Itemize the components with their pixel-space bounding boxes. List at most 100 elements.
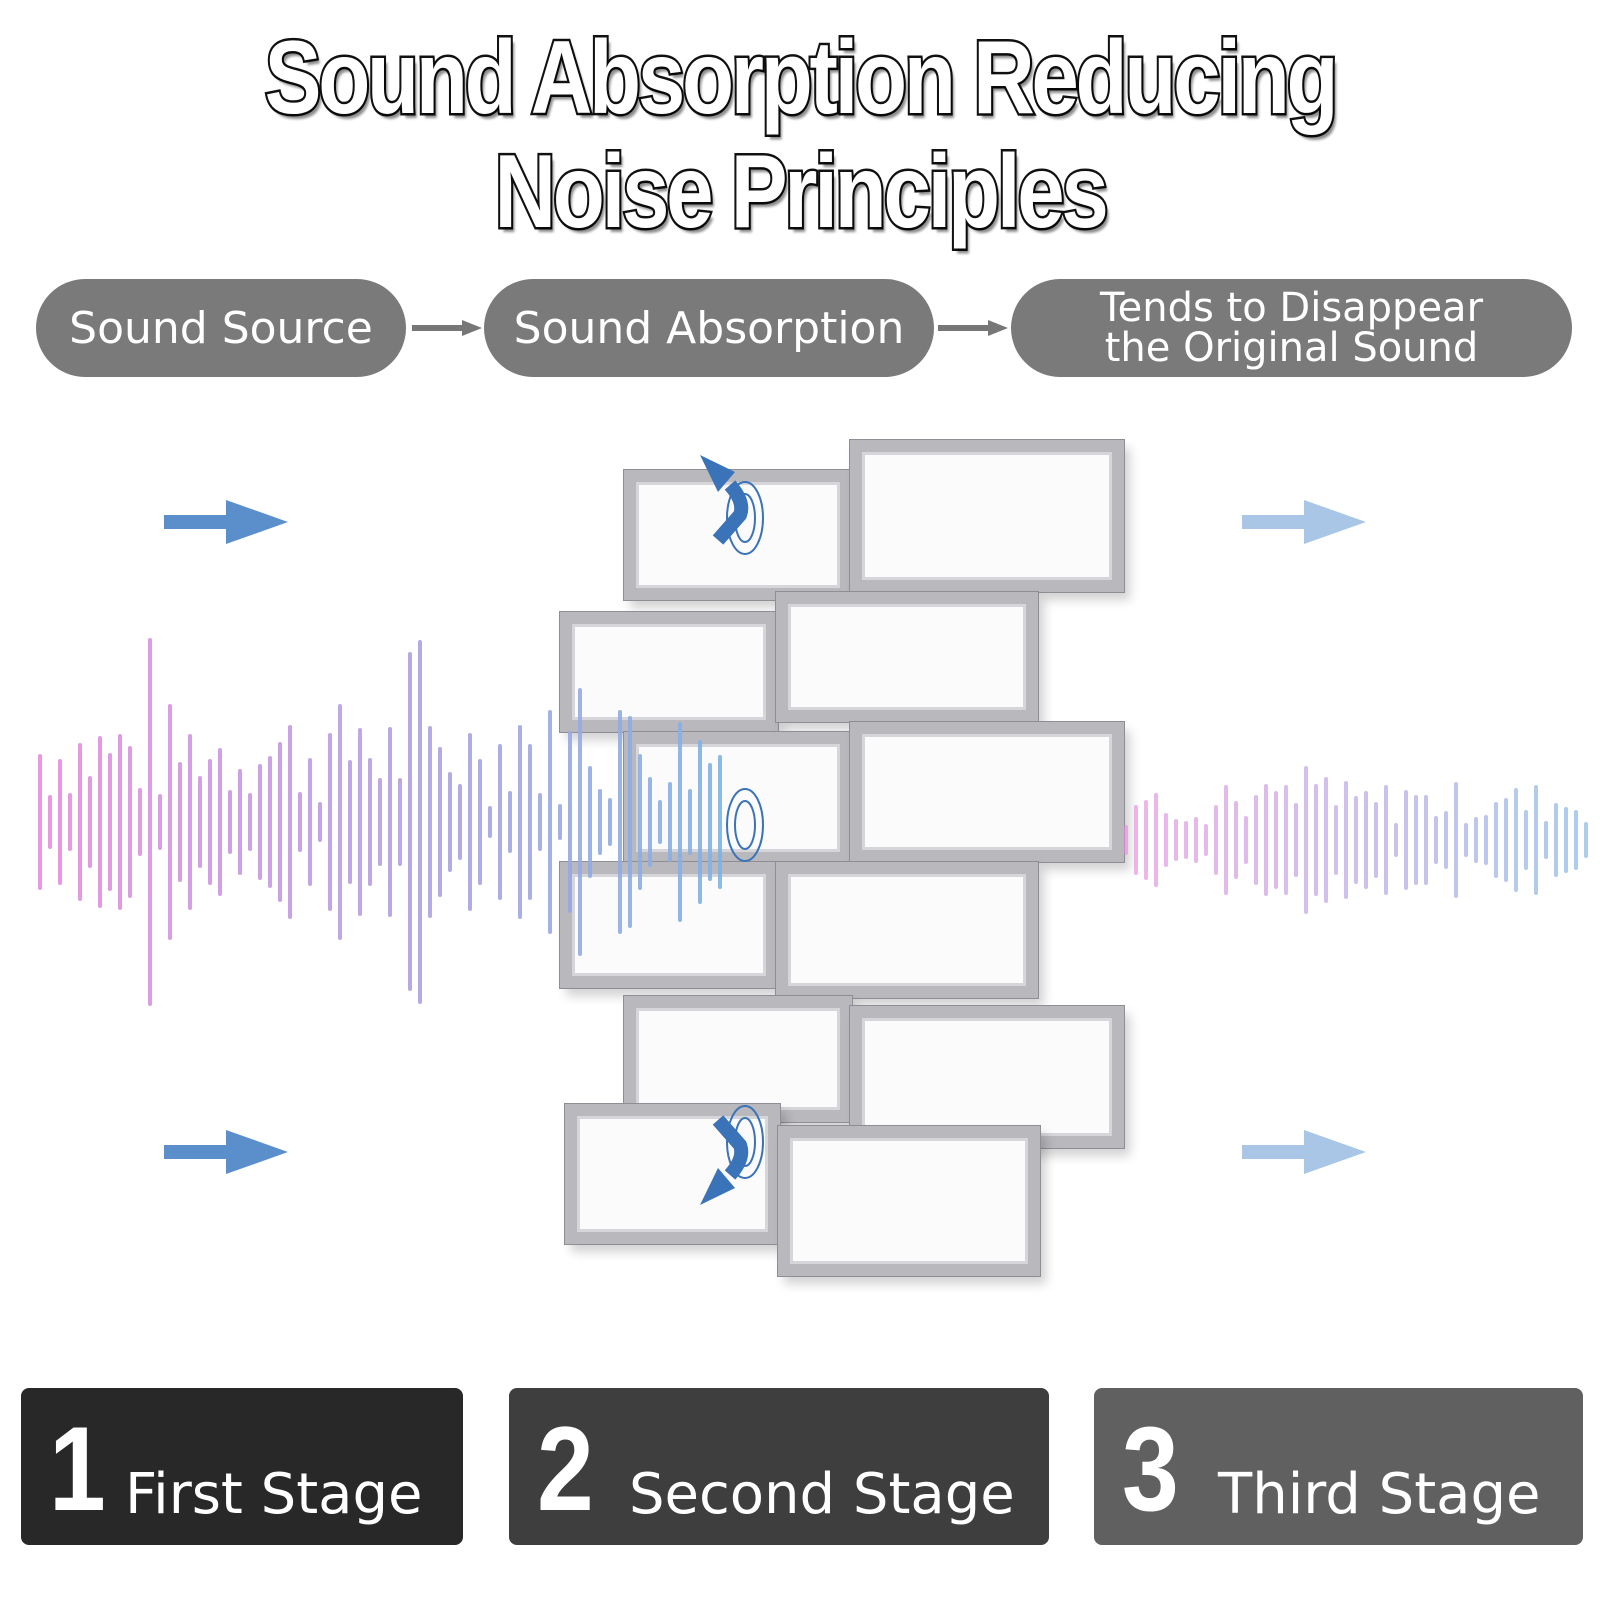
waveform-bar (178, 761, 182, 883)
waveform-bar (1384, 785, 1388, 895)
waveform-bar (188, 734, 192, 910)
waveform-bar (1284, 785, 1288, 895)
waveform-bar (1454, 781, 1458, 899)
waveform-bar (98, 735, 102, 908)
waveform-bar (1324, 777, 1328, 903)
waveform-bar (238, 769, 242, 875)
arrow-right-icon (412, 320, 482, 336)
waveform-bar (1414, 795, 1418, 885)
reflect-arrow-up-icon (700, 455, 764, 555)
waveform-bar (358, 728, 362, 916)
waveform-bar (408, 652, 412, 992)
step-label: Sound Absorption (513, 302, 905, 354)
waveform-bar (1424, 794, 1428, 886)
waveform-bar (278, 741, 282, 903)
waveform-bar (1134, 804, 1138, 876)
brick (559, 611, 779, 733)
waveform-bar (598, 788, 602, 856)
waveform-bar (378, 778, 382, 866)
brick (623, 995, 853, 1123)
step-sound-absorption: Sound Absorption (484, 279, 934, 377)
waveform-bar (388, 726, 392, 918)
waveform-bar (1124, 824, 1128, 856)
waveform-bar (1544, 821, 1548, 859)
stage-number: 2 (537, 1402, 594, 1536)
waveform-bar (338, 703, 342, 941)
waveform-bar (608, 798, 612, 846)
waveform-bar (1554, 803, 1558, 877)
waveform-bar (48, 794, 52, 850)
waveform-bar (198, 776, 202, 868)
waveform-bar (618, 710, 622, 934)
waveform-bar (1194, 816, 1198, 864)
stage-number: 3 (1122, 1402, 1179, 1536)
waveform-bar (478, 758, 482, 885)
waveform-bar (108, 753, 112, 891)
waveform-bar (298, 792, 302, 852)
waveform-bar (648, 776, 652, 868)
title-line-2: Noise Principles (492, 134, 1110, 250)
outgoing-arrow-icon (1242, 1130, 1366, 1174)
waveform-bar (1534, 784, 1538, 896)
step-sound-source: Sound Source (36, 279, 406, 377)
absorption-ripple-icon (726, 788, 764, 862)
waveform-bar (328, 733, 332, 911)
waveform-bar (498, 743, 502, 901)
step-label-line1: Tends to Disappear (1099, 285, 1484, 331)
step-label: Sound Source (69, 302, 373, 354)
waveform-bar (538, 793, 542, 851)
waveform-bar (688, 789, 692, 855)
waveform-bar (1354, 795, 1358, 885)
brick (777, 1125, 1041, 1277)
waveform-bar (1234, 801, 1238, 879)
incoming-arrow-icon (164, 1130, 288, 1174)
waveform-bar (1224, 784, 1228, 896)
waveform-bar (518, 724, 522, 920)
waveform-bar (668, 782, 672, 862)
waveform-bar (1154, 792, 1158, 888)
waveform-bar (1254, 795, 1258, 885)
waveform-bar (1524, 809, 1528, 871)
stage-label: Third Stage (1218, 1462, 1541, 1527)
arrow-right-icon (938, 320, 1008, 336)
stage-label: Second Stage (629, 1462, 1015, 1527)
waveform-bar (438, 747, 442, 897)
waveform-bar (1214, 805, 1218, 875)
stage-label: First Stage (125, 1462, 423, 1527)
waveform-bar (1574, 810, 1578, 870)
waveform-bar (1334, 805, 1338, 875)
waveform-bar (1394, 822, 1398, 858)
waveform-bar (318, 801, 322, 843)
waveform-bar (1484, 814, 1488, 866)
waveform-bar (68, 792, 72, 852)
reflect-arrow-down-icon (700, 1105, 764, 1205)
stage-3-card: 3 Third Stage (1094, 1388, 1583, 1545)
waveform-bar (1464, 823, 1468, 857)
waveform-bar (528, 743, 532, 901)
waveform-bar (678, 721, 682, 923)
waveform-bar (1564, 806, 1568, 874)
waveform-bar (548, 710, 552, 934)
waveform-bar (228, 790, 232, 854)
waveform-bar (208, 758, 212, 886)
brick (849, 721, 1125, 863)
waveform-bar (1364, 791, 1368, 889)
waveform-bar (128, 746, 132, 898)
waveform-bar (368, 758, 372, 886)
waveform-bar (258, 764, 262, 880)
waveform-bar (488, 806, 492, 838)
waveform-bar (1264, 784, 1268, 896)
waveform-bar (588, 765, 592, 879)
waveform-bar (1244, 815, 1248, 864)
waveform-bar (398, 777, 402, 867)
waveform-bar (308, 758, 312, 886)
waveform-bar (508, 790, 512, 854)
waveform-bar (1434, 815, 1438, 864)
waveform-bar (638, 753, 642, 891)
waveform-bar (78, 743, 82, 901)
waveform-bar (448, 772, 452, 872)
brick (849, 439, 1125, 593)
stage-2-card: 2 Second Stage (509, 1388, 1049, 1545)
waveform-bar (1504, 798, 1508, 882)
